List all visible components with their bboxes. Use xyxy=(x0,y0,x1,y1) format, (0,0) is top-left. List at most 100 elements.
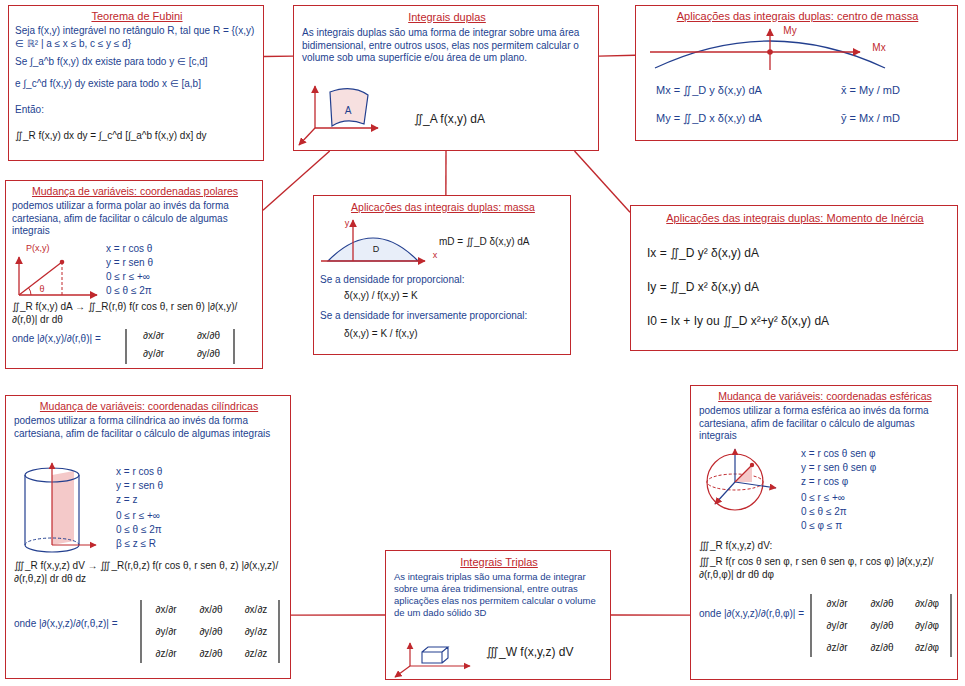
box-text: onde |∂(x,y)/∂(r,θ)| = xyxy=(12,333,124,346)
box-text: θ xyxy=(37,284,47,295)
axis xyxy=(735,482,776,488)
box-text: 0 ≤ r ≤ +∞ xyxy=(116,510,276,523)
box-text: ∂y/∂φ xyxy=(906,620,948,633)
box-text: ∂y/∂θ xyxy=(191,626,231,639)
concept-box: Aplicações das integrais duplas: Momento… xyxy=(630,205,958,351)
concept-box: Mudança de variáveis: coordenadas polare… xyxy=(5,180,263,369)
axis xyxy=(51,463,52,545)
axis xyxy=(314,86,315,128)
box-text: ∬_R f(x,y) dA → ∬_R(r,θ) f(r cos θ, r se… xyxy=(12,301,258,326)
connector xyxy=(611,614,690,615)
concept-box: Mudança de variáveis: coordenadas esféri… xyxy=(690,385,958,680)
connector xyxy=(291,614,385,615)
box-text: z = z xyxy=(116,494,276,507)
axis xyxy=(18,257,19,295)
box-title: Aplicações das integrais duplas: massa xyxy=(314,201,572,214)
cylinder-side xyxy=(24,475,25,545)
box-text: Ix = ∬_D y² δ(x,y) dA xyxy=(647,246,947,261)
point-dot xyxy=(750,463,754,467)
box-text: ∂x/∂θ xyxy=(186,330,231,343)
determinant-bar xyxy=(950,594,951,657)
axis xyxy=(352,220,353,261)
determinant-bar xyxy=(233,329,234,364)
box-text: ∭_R f(x,y,z) dV: xyxy=(699,540,951,553)
box-title: Integrais duplas xyxy=(294,11,600,25)
box-text: ∂x/∂φ xyxy=(906,598,948,611)
cylinder-side xyxy=(78,475,79,545)
box-text: x xyxy=(430,250,440,261)
box-text: Seja f(x,y) integrável no retângulo R, t… xyxy=(15,25,259,50)
box-text: Se a densidade for inversamente proporci… xyxy=(320,310,566,323)
point-dot xyxy=(60,260,65,265)
box-text: Se ∫_a^b f(x,y) dx existe para todo y ∈ … xyxy=(15,56,259,69)
box-text: My xyxy=(777,25,803,38)
box-text: 0 ≤ θ ≤ 2π xyxy=(801,506,951,519)
connector xyxy=(263,151,330,210)
box-text: ȳ = Mx / mD xyxy=(841,112,951,126)
box-text: Iy = ∬_D x² δ(x,y) dA xyxy=(647,280,947,295)
projection-line xyxy=(62,262,63,295)
box-text: y = r sen θ xyxy=(116,480,276,493)
box-text: ∂y/∂z xyxy=(236,626,276,639)
box-text: onde |∂(x,y,z)/∂(r,θ,φ)| = xyxy=(699,608,811,621)
box-text: ∂z/∂z xyxy=(236,648,276,661)
axis xyxy=(650,51,860,52)
box-text: δ(x,y) / f(x,y) = K xyxy=(344,290,554,303)
connector xyxy=(445,151,447,195)
axis xyxy=(410,665,470,666)
box-text: ∂z/∂r xyxy=(146,648,186,661)
radius-line xyxy=(735,465,752,482)
box-text: ∂z/∂θ xyxy=(191,648,231,661)
box-title: Aplicações das integrais duplas: Momento… xyxy=(631,212,959,226)
box-text: ∂z/∂φ xyxy=(906,642,948,655)
box-text: 0 ≤ θ ≤ 2π xyxy=(116,524,276,537)
box-text: ∭_R f(r cos θ sen φ, r sen θ sen φ, r co… xyxy=(699,556,951,581)
box-text: ∂x/∂θ xyxy=(861,598,903,611)
box-text: mD = ∬_D δ(x,y) dA xyxy=(439,236,567,249)
box-text: x = r cos θ xyxy=(116,466,276,479)
box-text: ∬_R f(x,y) dx dy = ∫_c^d [∫_a^b f(x,y) d… xyxy=(15,130,259,143)
concept-box: Integrais TriplasAs integrais triplas sã… xyxy=(385,550,611,680)
box-text: x̄ = My / mD xyxy=(841,84,951,98)
region-patch xyxy=(330,89,368,126)
box-title: Aplicações das integrais duplas: centro … xyxy=(636,10,959,24)
box-text: P(x,y) xyxy=(26,243,68,254)
box-text: A xyxy=(341,105,355,118)
box-text: ∂y/∂θ xyxy=(186,348,231,361)
concept-box: Integrais duplasAs integrais duplas são … xyxy=(293,5,599,151)
box-text: ∂x/∂r xyxy=(131,330,176,343)
box-text: ∂y/∂θ xyxy=(861,620,903,633)
box-title: Mudança de variáveis: coordenadas esféri… xyxy=(691,390,959,403)
box-title: Mudança de variáveis: coordenadas polare… xyxy=(6,185,264,198)
box-text: ∂y/∂r xyxy=(146,626,186,639)
box-text: 0 ≤ θ ≤ 2π xyxy=(106,285,256,298)
box-text: ∂x/∂r xyxy=(146,604,186,617)
wedge-shade xyxy=(735,465,752,482)
box-text: onde |∂(x,y,z)/∂(r,θ,z)| = xyxy=(14,618,140,631)
region-dome xyxy=(328,238,418,261)
axis xyxy=(321,260,425,261)
determinant-bar xyxy=(810,594,811,657)
box-text: ∂z/∂r xyxy=(816,642,858,655)
box-text: As integrais triplas são uma forma de in… xyxy=(394,571,604,619)
concept-box: Mudança de variáveis: coordenadas cilínd… xyxy=(5,395,291,679)
box-text: ∭_W f(x,y,z) dV xyxy=(486,645,606,660)
determinant-bar xyxy=(140,600,141,663)
box-text: Se a densidade for proporcional: xyxy=(320,274,566,287)
box-text: ∂y/∂r xyxy=(131,348,176,361)
axis xyxy=(734,449,735,482)
radius-line xyxy=(19,262,62,295)
concept-box: Aplicações das integrais duplas: massayx… xyxy=(313,195,571,355)
box-text: ∂y/∂r xyxy=(816,620,858,633)
box-text: x = r cos θ sen φ xyxy=(801,448,951,461)
box-title: Integrais Triplas xyxy=(386,556,612,570)
connector xyxy=(264,55,293,57)
box-text: 0 ≤ r ≤ +∞ xyxy=(801,492,951,505)
box-text: ∂x/∂r xyxy=(816,598,858,611)
solid-box xyxy=(422,647,448,663)
box-text: D xyxy=(371,244,381,255)
axis xyxy=(715,482,735,504)
box-text: My = ∬_D x δ(x,y) dA xyxy=(656,112,831,126)
box-text: 0 ≤ r ≤ +∞ xyxy=(106,271,256,284)
